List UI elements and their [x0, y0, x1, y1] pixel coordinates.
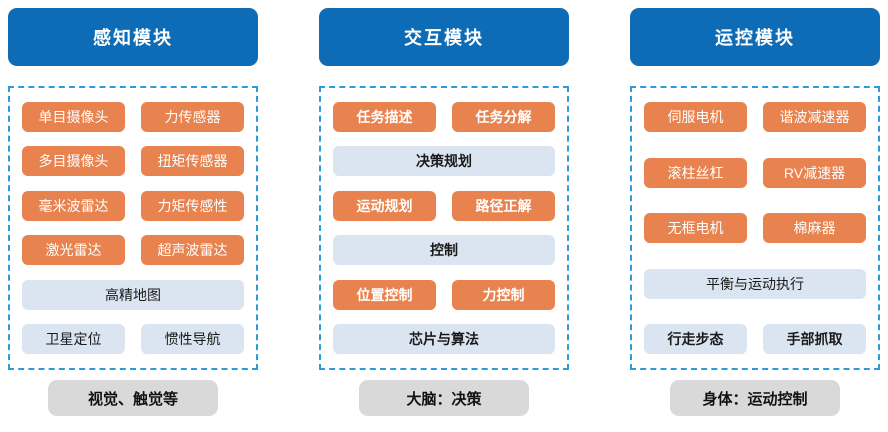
module-row: 毫米波雷达力矩传感性	[22, 190, 244, 221]
module-header: 感知模块	[8, 8, 258, 66]
module-box: 无框电机	[644, 213, 747, 243]
module-box: 惯性导航	[141, 323, 244, 354]
module-box: 单目摄像头	[22, 102, 125, 132]
module-box: 力控制	[452, 279, 555, 310]
module-box: 决策规划	[333, 146, 555, 177]
module-box: 平衡与运动执行	[644, 268, 866, 299]
module-row: 控制	[333, 235, 555, 266]
module-box: 行走步态	[644, 324, 747, 354]
module-row: 芯片与算法	[333, 323, 555, 354]
module-footer: 大脑：决策	[359, 380, 529, 416]
module-box: 扭矩传感器	[141, 146, 244, 177]
module-box: 激光雷达	[22, 235, 125, 266]
module-row: 多目摄像头扭矩传感器	[22, 146, 244, 177]
module-column-interaction: 交互模块 任务描述任务分解决策规划运动规划路径正解控制位置控制力控制芯片与算法 …	[319, 8, 569, 432]
module-box: 芯片与算法	[333, 323, 555, 354]
module-row: 伺服电机谐波减速器	[644, 102, 866, 132]
module-row: 任务描述任务分解	[333, 102, 555, 132]
module-row: 无框电机棉麻器	[644, 213, 866, 243]
module-box: 手部抓取	[763, 324, 866, 354]
module-header: 运控模块	[630, 8, 880, 66]
module-footer: 视觉、触觉等	[48, 380, 218, 416]
module-row: 位置控制力控制	[333, 279, 555, 310]
module-row: 卫星定位惯性导航	[22, 323, 244, 354]
module-row: 行走步态手部抓取	[644, 324, 866, 354]
module-box: 棉麻器	[763, 213, 866, 243]
module-row: 滚柱丝杠 RV减速器	[644, 157, 866, 188]
module-box: 高精地图	[22, 279, 244, 310]
module-box: RV减速器	[763, 157, 866, 188]
module-column-perception: 感知模块 单目摄像头力传感器多目摄像头扭矩传感器毫米波雷达力矩传感性激光雷达超声…	[8, 8, 258, 432]
module-box: 卫星定位	[22, 323, 125, 354]
module-row: 高精地图	[22, 279, 244, 310]
module-box: 控制	[333, 235, 555, 266]
module-box: 滚柱丝杠	[644, 157, 747, 188]
module-panel: 任务描述任务分解决策规划运动规划路径正解控制位置控制力控制芯片与算法	[319, 86, 569, 370]
module-box: 任务分解	[452, 102, 555, 132]
module-box: 运动规划	[333, 190, 436, 221]
module-box: 谐波减速器	[763, 102, 866, 132]
module-box: 多目摄像头	[22, 146, 125, 177]
module-row: 运动规划路径正解	[333, 190, 555, 221]
module-box: 超声波雷达	[141, 235, 244, 266]
module-row: 单目摄像头力传感器	[22, 102, 244, 132]
module-box: 毫米波雷达	[22, 190, 125, 221]
module-box: 力传感器	[141, 102, 244, 132]
module-row: 激光雷达超声波雷达	[22, 235, 244, 266]
module-row: 决策规划	[333, 146, 555, 177]
module-box: 任务描述	[333, 102, 436, 132]
module-footer: 身体：运动控制	[670, 380, 840, 416]
module-box: 路径正解	[452, 190, 555, 221]
module-box: 力矩传感性	[141, 190, 244, 221]
module-box: 位置控制	[333, 279, 436, 310]
module-row: 平衡与运动执行	[644, 268, 866, 299]
module-panel: 单目摄像头力传感器多目摄像头扭矩传感器毫米波雷达力矩传感性激光雷达超声波雷达高精…	[8, 86, 258, 370]
module-box: 伺服电机	[644, 102, 747, 132]
module-header: 交互模块	[319, 8, 569, 66]
